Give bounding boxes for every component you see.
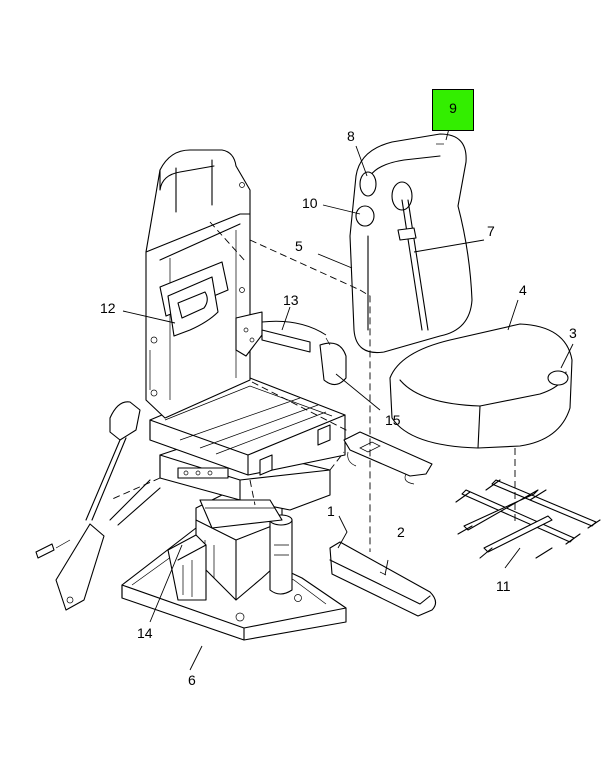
callout-3-label[interactable]: 3 — [569, 325, 577, 341]
support-bracket — [167, 534, 207, 601]
callout-13-label[interactable]: 13 — [283, 292, 299, 308]
callout-8-label[interactable]: 8 — [347, 128, 355, 144]
leader-lines — [122, 120, 574, 671]
callout-12-label[interactable]: 12 — [100, 300, 116, 316]
side-armrest — [35, 401, 161, 611]
armrest-pad — [329, 541, 437, 617]
backrest-frame — [145, 149, 251, 419]
control-bracket — [343, 431, 433, 485]
callout-9-label: 9 — [449, 100, 457, 116]
cushion-support-straps — [455, 479, 601, 559]
seat-cushion — [389, 323, 573, 449]
callout-1-label[interactable]: 1 — [327, 503, 335, 519]
callout-9-box[interactable]: 9 — [432, 89, 474, 131]
callout-4-label[interactable]: 4 — [519, 282, 527, 298]
callout-5-label[interactable]: 5 — [295, 238, 303, 254]
backrest-cushion — [349, 133, 473, 354]
callout-2-label[interactable]: 2 — [397, 524, 405, 540]
callout-10-label[interactable]: 10 — [302, 195, 318, 211]
phantom-lines — [109, 221, 516, 552]
callout-15-label[interactable]: 15 — [385, 412, 401, 428]
callout-11-label[interactable]: 11 — [496, 578, 511, 594]
callout-6-label[interactable]: 6 — [188, 672, 196, 688]
callout-14-label[interactable]: 14 — [137, 625, 153, 641]
callout-7-label[interactable]: 7 — [487, 223, 495, 239]
lumbar-pump-assembly — [235, 311, 347, 386]
